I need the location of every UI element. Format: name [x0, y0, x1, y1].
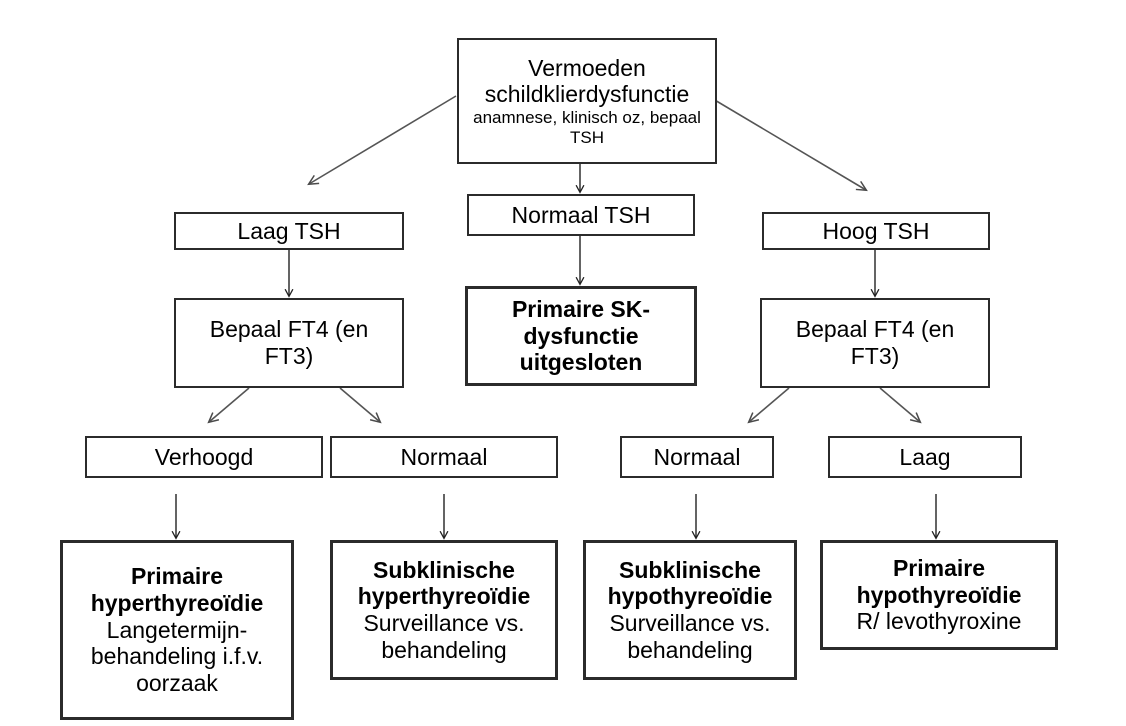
node-main-text: Hoog TSH	[822, 217, 930, 244]
edge-root-to-hoog-tsh	[707, 95, 868, 192]
node-main-text: Primaire hypothyreoïdie	[856, 554, 1022, 608]
node-laag-tsh[interactable]: Laag TSH	[174, 212, 404, 250]
node-ft4-normaal-left[interactable]: Normaal	[330, 436, 558, 478]
node-sub-text: Surveillance vs. behandeling	[609, 610, 771, 663]
node-main-text: Bepaal FT4 (en FT3)	[209, 316, 369, 369]
node-main-text: Primaire hyperthyreoïdie	[90, 563, 264, 616]
node-main-text: Normaal	[400, 443, 488, 470]
node-subklinische-hyperthyreoidie[interactable]: Subklinische hyperthyreoïdie Surveillanc…	[330, 540, 558, 680]
node-sub-text: Surveillance vs. behandeling	[363, 610, 525, 663]
edge-ft4-right-to-laag	[879, 387, 922, 424]
node-main-text: Bepaal FT4 (en FT3)	[795, 316, 955, 369]
edge-root-to-laag-tsh	[307, 95, 457, 186]
node-main-text: Laag TSH	[237, 217, 341, 244]
node-ft4-verhoogd[interactable]: Verhoogd	[85, 436, 323, 478]
node-subklinische-hypothyreoidie[interactable]: Subklinische hypothyreoïdie Surveillance…	[583, 540, 797, 680]
edge-ft4-right-to-normaal	[747, 387, 790, 424]
node-main-text: Laag	[899, 443, 951, 470]
node-vermoeden-schildklierdysfunctie[interactable]: Vermoeden schildklierdysfunctie anamnese…	[457, 38, 717, 164]
node-bepaal-ft4-left[interactable]: Bepaal FT4 (en FT3)	[174, 298, 404, 388]
node-main-text: Subklinische hyperthyreoïdie	[357, 556, 531, 610]
edge-ft4-left-to-verhoogd	[207, 387, 250, 424]
node-main-text: Primaire SK- dysfunctie uitgesloten	[511, 295, 651, 376]
node-main-text: Verhoogd	[154, 443, 254, 470]
node-primaire-hyperthyreoidie[interactable]: Primaire hyperthyreoïdie Langetermijn- b…	[60, 540, 294, 720]
node-sub-text: anamnese, klinisch oz, bepaal TSH	[473, 107, 701, 147]
node-bepaal-ft4-right[interactable]: Bepaal FT4 (en FT3)	[760, 298, 990, 388]
node-normaal-tsh[interactable]: Normaal TSH	[467, 194, 695, 236]
node-primaire-sk-dysfunctie-uitgesloten[interactable]: Primaire SK- dysfunctie uitgesloten	[465, 286, 697, 386]
node-ft4-normaal-right[interactable]: Normaal	[620, 436, 774, 478]
node-sub-text: R/ levothyroxine	[856, 608, 1022, 635]
edge-ft4-left-to-normaal	[339, 387, 382, 424]
node-main-text: Normaal	[653, 443, 741, 470]
node-sub-text: Langetermijn- behandeling i.f.v. oorzaak	[90, 616, 264, 696]
node-main-text: Vermoeden schildklierdysfunctie	[484, 54, 690, 108]
node-hoog-tsh[interactable]: Hoog TSH	[762, 212, 990, 250]
node-main-text: Normaal TSH	[511, 201, 651, 228]
node-main-text: Subklinische hypothyreoïdie	[607, 556, 773, 610]
node-primaire-hypothyreoidie[interactable]: Primaire hypothyreoïdie R/ levothyroxine	[820, 540, 1058, 650]
node-ft4-laag[interactable]: Laag	[828, 436, 1022, 478]
